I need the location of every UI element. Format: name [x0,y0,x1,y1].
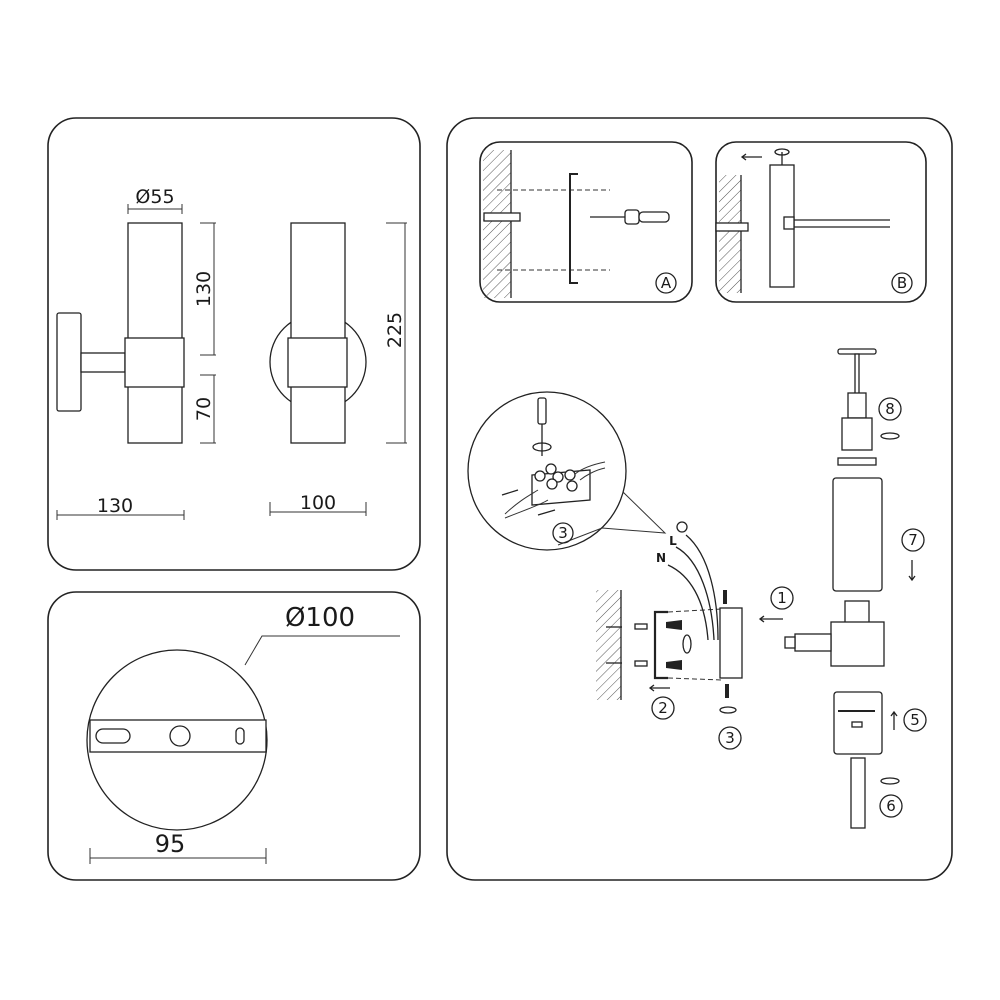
mounting-bar [89,719,267,753]
step-3-detail-label: 3 [558,524,568,542]
width-label: 100 [300,492,336,514]
small-slot-hole [235,727,245,745]
live-wire-label: L [669,534,677,548]
ground-icon [676,521,688,533]
step-numbers: 1 2 3 5 6 7 8 [651,397,927,818]
step-5-label: 5 [910,711,920,729]
side-view-drawing [56,222,185,444]
neutral-wire-label: N [656,551,666,565]
mounting-plate-panel: Ø100 95 [47,591,421,881]
lamp-parts-exploded [784,348,916,829]
total-height-label: 225 [384,312,406,348]
depth-label: 130 [97,495,133,517]
step-1-label: 1 [777,589,787,607]
slot-hole [95,728,131,744]
step-3-label: 3 [725,729,735,747]
step-6-label: 6 [886,797,896,815]
wall-mount-assembly: N L [596,521,783,714]
dimensions-panel: Ø55 130 70 225 130 100 [47,117,421,571]
terminal-block-detail: 3 [467,391,667,551]
step-7-label: 7 [908,531,918,549]
detail-b-label: B [897,274,907,292]
detail-b: B [715,141,927,303]
step-2-label: 2 [658,699,668,717]
shade-diameter-label: Ø55 [135,186,174,208]
detail-a-label: A [661,274,672,292]
center-hole [169,725,191,747]
lower-height-label: 70 [193,397,215,421]
hole-spacing-label: 95 [155,830,186,858]
front-view-drawing [269,222,367,444]
step-8-label: 8 [885,400,895,418]
plate-diameter-label: Ø100 [285,603,355,633]
installation-panel: A B [446,117,953,881]
detail-a: A [479,141,693,303]
upper-height-label: 130 [193,271,215,307]
